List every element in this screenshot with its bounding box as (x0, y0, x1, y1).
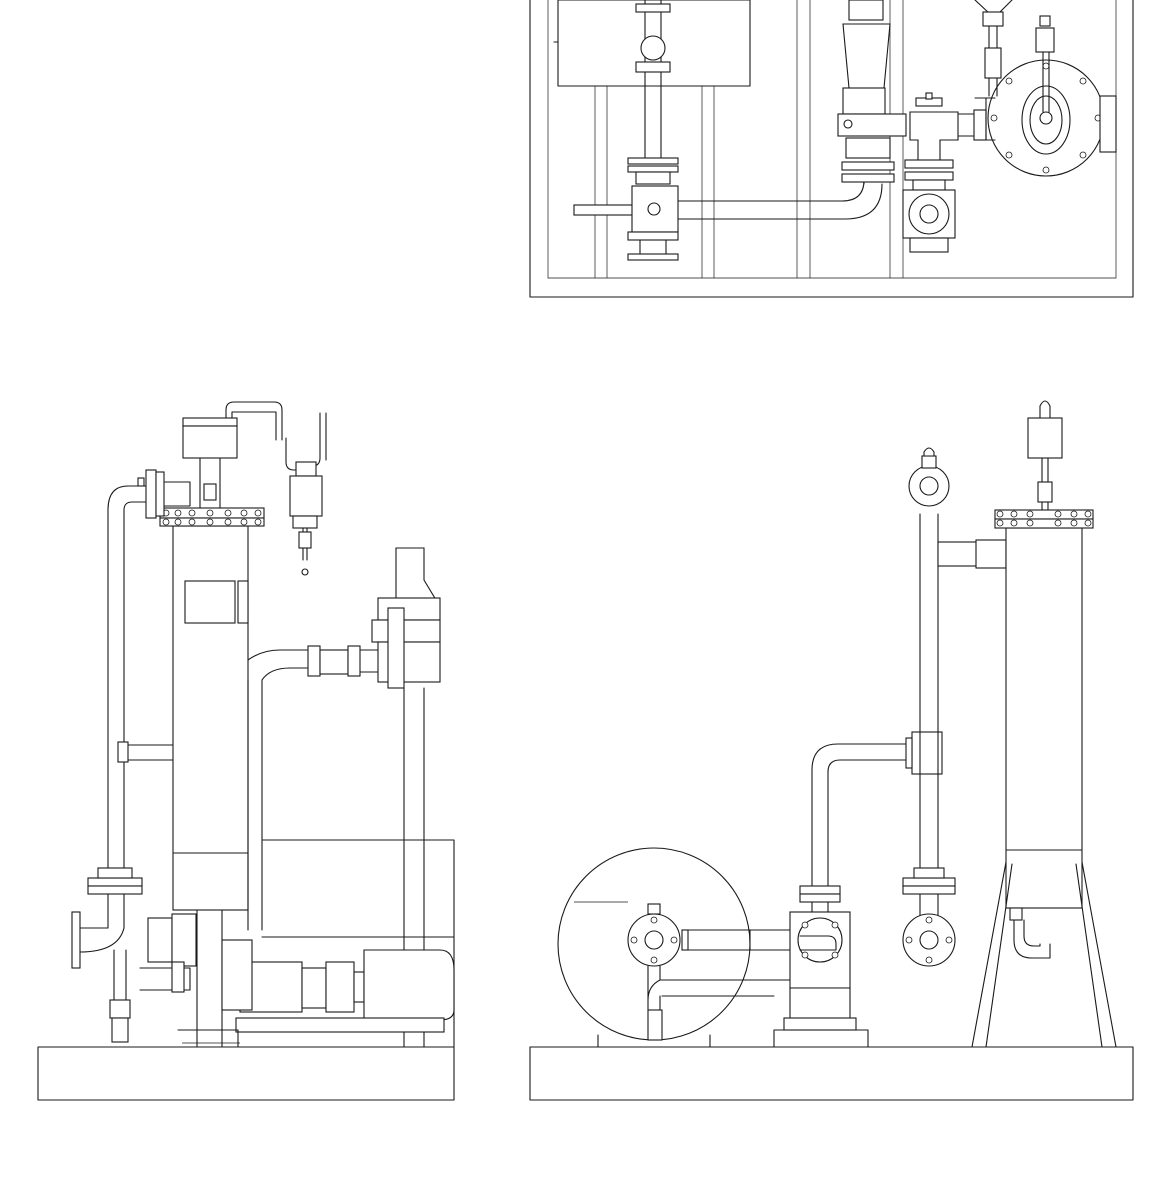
left-lower-flange (71, 867, 143, 969)
top-view-vent-line (974, 0, 1055, 113)
left-drain-valve (109, 949, 131, 1043)
right-base-skid (529, 1046, 1134, 1101)
left-flange-bolts (162, 509, 262, 526)
right-filter-vessel (994, 400, 1094, 909)
left-filter-vessel (159, 507, 265, 1048)
left-gauge-assembly (285, 412, 327, 576)
right-elevation (529, 400, 1134, 1101)
top-view-tee-fitting (909, 92, 987, 161)
left-outlet-valve (139, 913, 197, 993)
right-vertical-column (908, 447, 1007, 879)
right-surge-tank (557, 847, 791, 1048)
left-inlet-elbow (107, 469, 191, 871)
right-flange-bolts (996, 510, 1092, 527)
right-lower-flange (902, 867, 956, 967)
top-view (529, 0, 1134, 298)
left-bypass-connector (117, 741, 174, 763)
left-discharge-pipe (247, 645, 379, 931)
left-pump-motor-set (177, 839, 455, 1048)
right-pump (773, 885, 869, 1048)
right-riser-pipe (811, 731, 943, 887)
left-air-vent (182, 401, 283, 509)
left-base-skid (37, 1046, 455, 1101)
right-support-legs (971, 861, 1117, 1048)
top-view-vertical-pipe (627, 0, 679, 185)
top-view-horizontal-pipe (677, 179, 883, 220)
top-view-ball-valve (573, 185, 679, 261)
top-view-filter-cover (974, 59, 1117, 177)
right-suction-pipe (687, 929, 791, 951)
left-elevation (37, 401, 455, 1101)
top-view-structure (553, 0, 904, 278)
top-view-lower-flange (902, 159, 956, 253)
top-view-pump-stack (837, 0, 907, 183)
